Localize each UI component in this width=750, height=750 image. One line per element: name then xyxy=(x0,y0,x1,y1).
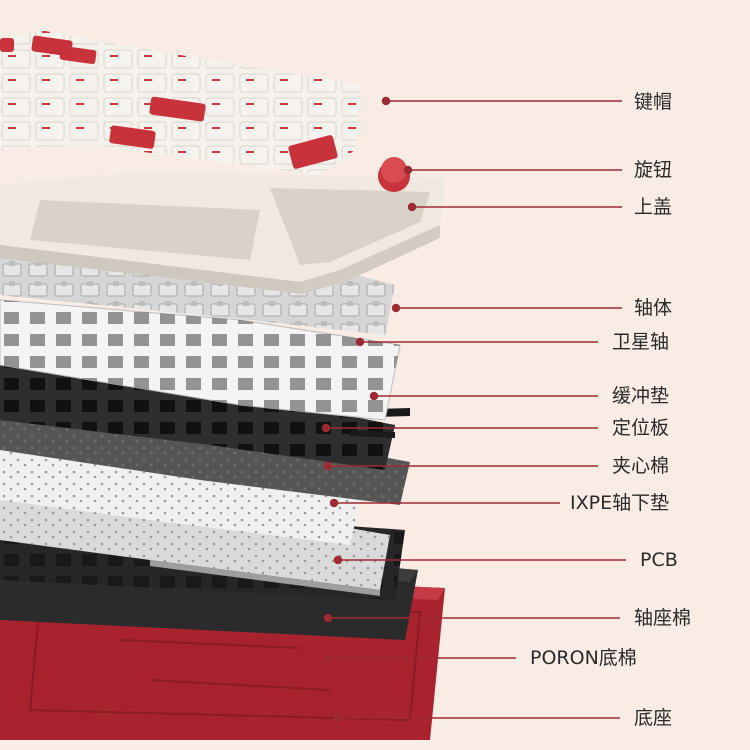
label-pcb: PCB xyxy=(640,549,678,571)
label-knob: 旋钮 xyxy=(634,159,673,181)
label-ixpe-pad: IXPE轴下垫 xyxy=(570,492,670,514)
keycap-layer xyxy=(0,30,360,175)
label-keycaps: 键帽 xyxy=(634,91,673,113)
label-bottom-case: 底座 xyxy=(634,707,673,729)
label-top-case: 上盖 xyxy=(634,196,673,218)
stabilizer-plate xyxy=(0,299,401,421)
label-socket-foam: 轴座棉 xyxy=(634,607,692,629)
label-stabilizers: 卫星轴 xyxy=(612,331,670,353)
label-poron-bottom: PORON底棉 xyxy=(530,647,637,669)
leader-lines xyxy=(321,96,626,723)
top-case xyxy=(0,157,445,294)
label-sandwich-foam: 夹心棉 xyxy=(612,455,670,477)
label-switches: 轴体 xyxy=(634,297,673,319)
label-plate: 定位板 xyxy=(612,417,670,439)
label-gasket: 缓冲垫 xyxy=(612,385,670,407)
